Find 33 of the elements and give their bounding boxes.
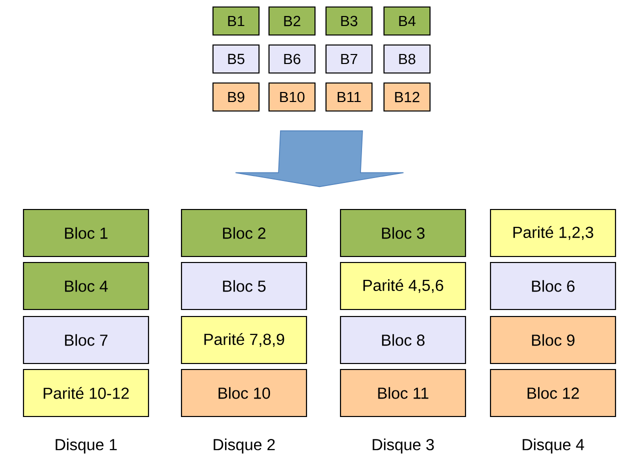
block-box: B1 [212,6,260,36]
disk-block-box: Parité 10-12 [22,368,150,418]
disk-block-box: Bloc 9 [490,316,616,364]
disk-label: Disque 1 [56,438,117,454]
disk-label: Disque 2 [214,438,275,454]
disk-block-box: Bloc 7 [22,316,150,364]
disk-block-box: Parité 7,8,9 [180,316,308,364]
block-box: B7 [325,44,373,74]
block-box: B5 [212,44,260,74]
block-arrow [235,130,404,188]
disk-block-box: Bloc 5 [180,262,308,310]
block-box: B8 [383,44,431,74]
disk-block-box: Bloc 12 [490,368,616,418]
disk-block-box: Bloc 6 [490,262,616,310]
block-box: B4 [383,6,431,36]
disk-block-box: Parité 1,2,3 [490,208,616,258]
disk-label: Disque 4 [522,438,584,454]
block-box: B10 [268,82,316,112]
disk-block-box: Bloc 3 [340,208,466,258]
disk-block-box: Bloc 2 [180,208,308,258]
block-box: B11 [325,82,373,112]
block-box: B3 [325,6,373,36]
block-box: B9 [212,82,260,112]
disk-block-box: Bloc 11 [340,368,466,418]
block-box: B6 [268,44,316,74]
block-box: B12 [383,82,431,112]
disk-block-box: Bloc 8 [340,316,466,364]
block-box: B2 [268,6,316,36]
disk-block-box: Parité 4,5,6 [340,262,466,310]
disk-label: Disque 3 [372,438,434,454]
disk-block-box: Bloc 10 [180,368,308,418]
disk-block-box: Bloc 1 [22,208,150,258]
disk-block-box: Bloc 4 [22,262,150,310]
